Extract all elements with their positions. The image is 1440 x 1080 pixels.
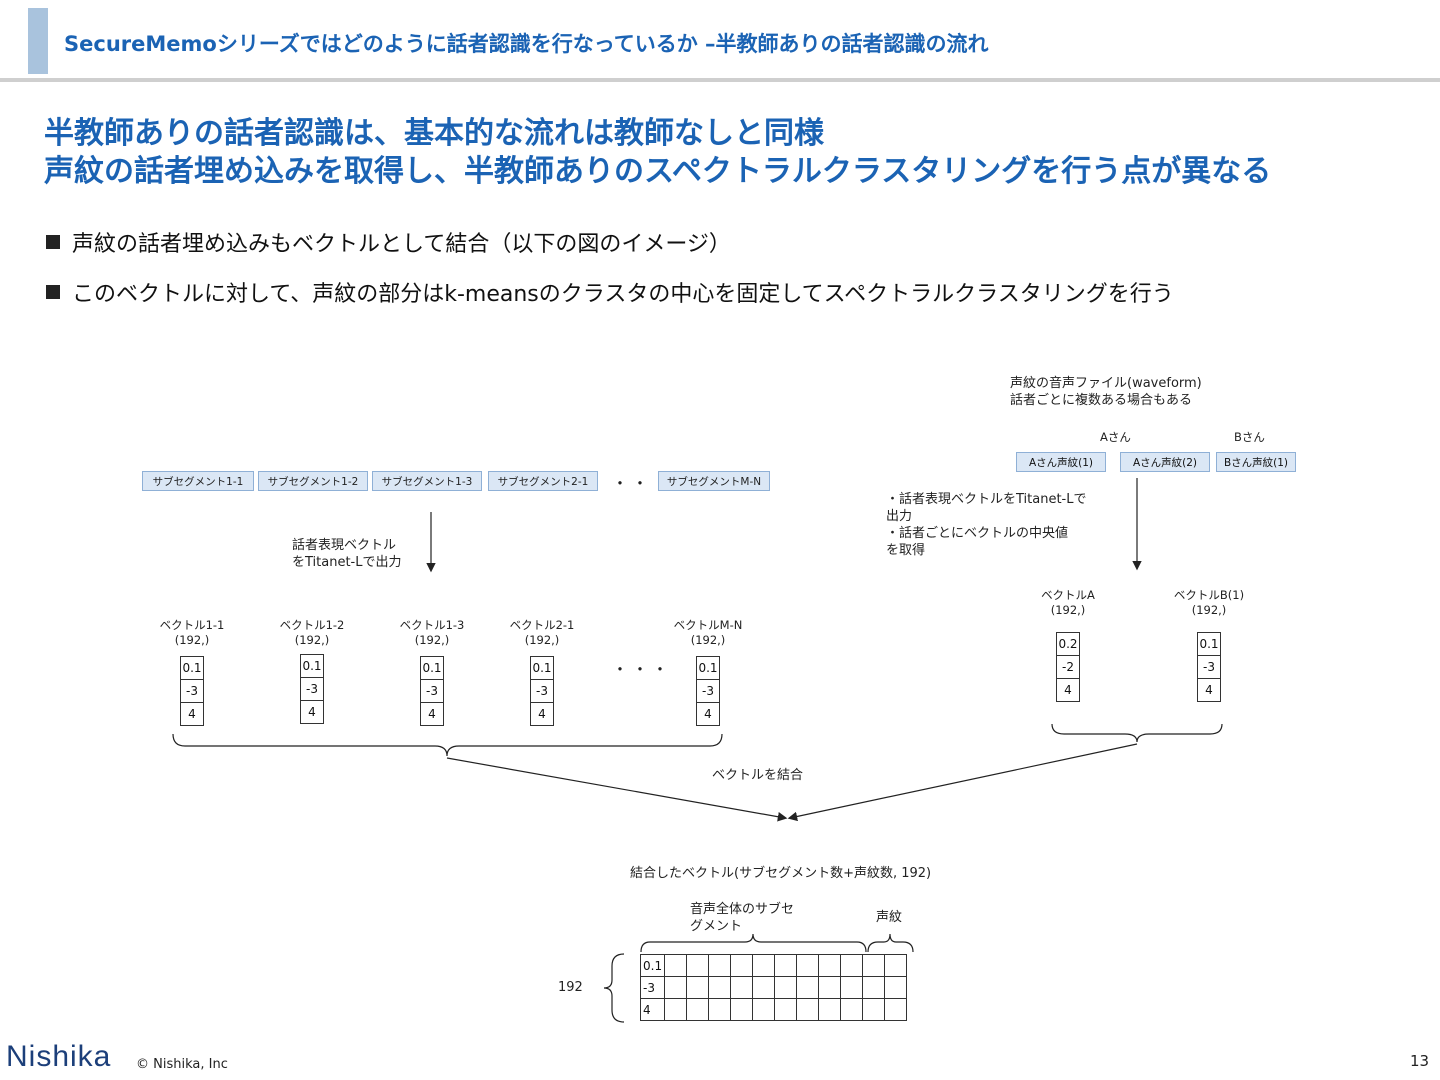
segment-box: サブセグメントM-N <box>658 471 770 491</box>
bullet-2: このベクトルに対して、声紋の部分はk-meansのクラスタの中心を固定してスペク… <box>46 276 1174 308</box>
speaker-a-label: Aさん <box>1100 430 1131 444</box>
vector-label: ベクトル1-1(192,) <box>159 618 225 647</box>
dim-brace <box>603 953 625 1023</box>
matrix-row: -3 <box>639 976 908 999</box>
nishika-logo: Nishika <box>6 1040 112 1073</box>
combined-seg-brace <box>640 933 867 953</box>
header-divider <box>0 78 1440 82</box>
headline-line-2: 声紋の話者埋め込みを取得し、半教師ありのスペクトラルクラスタリングを行う点が異な… <box>44 154 1272 189</box>
vector-label: ベクトルM-N(192,) <box>673 618 743 647</box>
square-bullet-icon <box>46 285 60 299</box>
combined-fp-brace <box>867 933 914 953</box>
fp-vector-label: ベクトルB(1)(192,) <box>1173 588 1245 617</box>
vector-label: ベクトル1-3(192,) <box>399 618 465 647</box>
combined-title: 結合したベクトル(サブセグメント数+声紋数, 192) <box>630 866 932 881</box>
combined-seg-label: 音声全体のサブセ グメント <box>690 902 795 934</box>
speaker-b-label: Bさん <box>1234 430 1265 444</box>
dim-label: 192 <box>558 980 583 995</box>
embed-label: 話者表現ベクトル をTitanet-Lで出力 <box>292 538 402 570</box>
bullet-2-text: このベクトルに対して、声紋の部分はk-meansのクラスタの中心を固定してスペク… <box>72 282 1174 307</box>
voiceprint-file: Aさん声紋(2) <box>1120 452 1210 472</box>
voiceprint-file: Aさん声紋(1) <box>1016 452 1106 472</box>
combine-label: ベクトルを結合 <box>712 768 804 783</box>
segments-brace <box>172 733 723 757</box>
segment-box: サブセグメント1-3 <box>372 471 482 491</box>
combine-line-right <box>787 743 1138 822</box>
voiceprint-file: Bさん声紋(1) <box>1216 452 1296 472</box>
segment-box: サブセグメント1-2 <box>258 471 368 491</box>
vectors-ellipsis: ・・・ <box>612 660 673 679</box>
combined-fp-label: 声紋 <box>876 910 903 925</box>
square-bullet-icon <box>46 235 60 249</box>
vector-label: ベクトル2-1(192,) <box>509 618 575 647</box>
matrix-row: 0.1 <box>639 954 908 977</box>
segment-box: サブセグメント1-1 <box>142 471 254 491</box>
voiceprint-title: 声紋の音声ファイル(waveform) 話者ごとに複数ある場合もある <box>1010 376 1202 408</box>
combine-line-left <box>446 757 788 822</box>
voiceprint-note: ・話者表現ベクトルをTitanet-Lで 出力 ・話者ごとにベクトルの中央値 を… <box>886 492 1087 558</box>
page-number: 13 <box>1410 1052 1430 1070</box>
vector-label: ベクトル1-2(192,) <box>279 618 345 647</box>
header-accent-bar <box>28 8 48 74</box>
segment-box: サブセグメント2-1 <box>488 471 598 491</box>
bullet-1-text: 声紋の話者埋め込みもベクトルとして結合（以下の図のイメージ） <box>72 232 731 257</box>
matrix-row: 4 <box>639 998 908 1021</box>
fp-vector-label: ベクトルA(192,) <box>1041 588 1095 617</box>
voiceprint-brace <box>1051 723 1223 743</box>
copyright-text: © Nishika, Inc <box>136 1057 228 1072</box>
combined-matrix: 0.1 -3 4 <box>639 954 908 1021</box>
bullet-1: 声紋の話者埋め込みもベクトルとして結合（以下の図のイメージ） <box>46 226 731 258</box>
segments-ellipsis: ・・・ <box>612 474 673 493</box>
headline-line-1: 半教師ありの話者認識は、基本的な流れは教師なしと同様 <box>44 116 824 151</box>
slide-header-title: SecureMemoシリーズではどのように話者認識を行なっているか –半教師あり… <box>64 32 989 56</box>
